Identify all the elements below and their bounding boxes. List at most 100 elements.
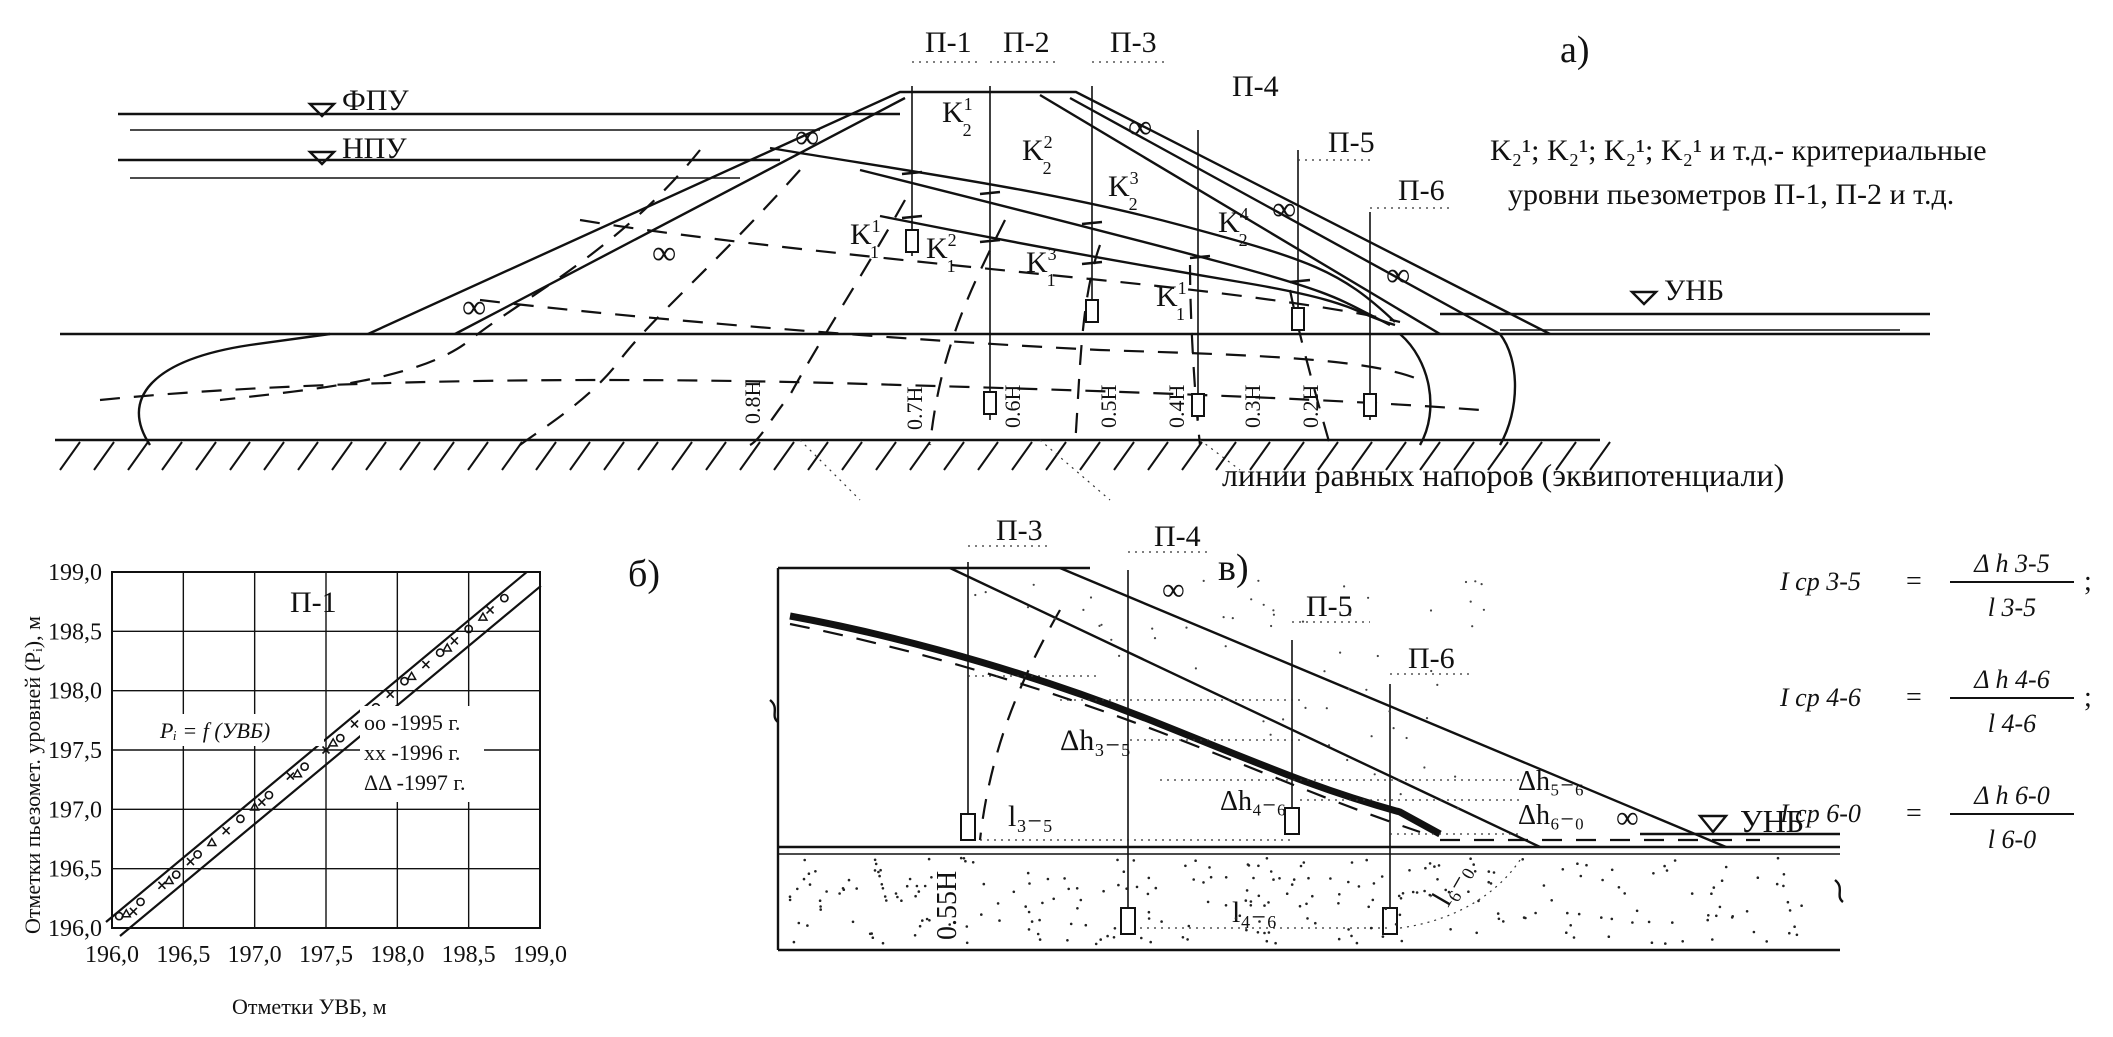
stipple-dot	[1250, 598, 1253, 601]
label-dh-4-6: Δh₄₋₆	[1220, 786, 1286, 817]
stipple-dot	[1707, 914, 1710, 917]
equipotential-line	[928, 219, 1006, 446]
unb-triangle-icon	[1697, 814, 1729, 834]
stipple-dot	[914, 894, 917, 898]
panel-b-letter: б)	[628, 553, 660, 595]
point-1995	[171, 870, 181, 879]
stipple-dot	[1343, 585, 1346, 588]
stipple-dot	[1793, 925, 1796, 928]
stipple-dot	[930, 876, 933, 879]
stipple-dot	[1681, 940, 1684, 943]
stipple-dot	[1184, 864, 1187, 868]
stipple-dot	[1350, 934, 1353, 938]
stipple-dot	[1464, 580, 1468, 584]
stipple-dot	[1067, 887, 1070, 891]
stipple-dot	[1429, 609, 1433, 612]
stipple-dot	[1436, 683, 1439, 687]
point-1996	[257, 798, 266, 807]
stipple-dot	[1671, 921, 1674, 924]
stipple-dot	[1399, 897, 1403, 900]
filter-symbol: ∞	[652, 235, 676, 272]
stipple-dot	[877, 870, 880, 874]
fit-line-upper	[105, 571, 528, 923]
stipple-dot	[1650, 941, 1654, 944]
point-1995	[499, 593, 509, 603]
formula-numerator: Δ h 3-5	[1973, 549, 2049, 578]
stipple-dot	[1348, 613, 1351, 617]
hatch-stroke	[535, 441, 557, 471]
stipple-dot	[1278, 877, 1281, 880]
piezometer-label-p3: П-3	[1110, 26, 1157, 59]
stipple-dot	[868, 932, 872, 936]
stipple-dot	[925, 917, 929, 921]
stipple-dot	[1069, 922, 1073, 926]
x-tick-label: 198,0	[370, 942, 424, 968]
stipple-dot	[1272, 878, 1275, 881]
stipple-dot	[1147, 917, 1151, 920]
y-tick-label: 197,0	[48, 797, 102, 823]
hatch-stroke	[1181, 441, 1203, 471]
phreatic-line	[769, 146, 1396, 323]
panel-a: ФПУ НПУ УНБ	[55, 26, 1987, 501]
stipple-dot	[974, 593, 977, 597]
stipple-dot	[1521, 858, 1524, 861]
legend-line-1: K₂¹; K₂¹; K₂¹; K₂¹ и т.д.- критериальные	[1490, 134, 1987, 167]
hatch-stroke	[977, 441, 999, 471]
hatch-stroke	[909, 441, 931, 471]
hatch-stroke	[1385, 441, 1407, 471]
function-label-bg	[156, 714, 324, 746]
stipple-dot	[873, 858, 877, 862]
point-1997	[120, 908, 132, 918]
stipple-dot	[802, 877, 806, 881]
stipple-dot	[1265, 939, 1269, 943]
dimension-leaders	[968, 675, 1520, 835]
head-fraction-label: 0.7H	[902, 387, 927, 431]
filter-symbol: ∞	[795, 119, 819, 156]
hatch-stroke	[1351, 441, 1373, 471]
stipple-dot	[1373, 773, 1376, 776]
stipple-dot	[1663, 864, 1666, 868]
panel-c-piezometer-p3: П-3	[996, 514, 1043, 547]
stipple-dot	[1222, 616, 1225, 619]
stipple-dot	[819, 905, 822, 908]
stipple-dot	[921, 919, 924, 922]
hatch-stroke	[93, 441, 115, 471]
stipple-dot	[1231, 617, 1234, 620]
stipple-dot	[1202, 881, 1205, 884]
stipple-dot	[1186, 938, 1189, 941]
x-tick-label: 196,0	[85, 942, 139, 968]
stipple-dot	[1337, 937, 1341, 941]
y-tick-label: 198,5	[48, 619, 102, 645]
stipple-dot	[838, 892, 841, 895]
stipple-dot	[1384, 907, 1388, 911]
hatch-stroke	[1521, 441, 1543, 471]
piezometer-p4	[1191, 130, 1205, 420]
stipple-dot	[1610, 917, 1614, 921]
hatch-stroke	[1283, 441, 1305, 471]
x-tick-label: 199,0	[513, 942, 567, 968]
stipple-dot	[1290, 883, 1294, 886]
stipple-dot	[1269, 733, 1272, 736]
equipotential-line	[219, 149, 701, 402]
formula-equals: =	[1906, 566, 1922, 597]
stipple-dot	[1046, 877, 1050, 881]
fit-line-lower	[119, 585, 542, 937]
stipple-dot	[1786, 900, 1790, 904]
stipple-dot	[1206, 900, 1210, 904]
hatch-stroke	[1011, 441, 1033, 471]
point-1996	[129, 907, 138, 916]
formula-lhs: I ср 3-5	[1779, 567, 1861, 596]
stipple-dot	[1082, 608, 1085, 612]
stipple-dot	[1437, 864, 1441, 867]
stipple-dot	[1132, 859, 1136, 862]
stipple-dot	[1234, 917, 1238, 920]
stipple-dot	[1795, 933, 1799, 937]
stipple-dot	[1325, 707, 1328, 710]
stipple-dot	[1194, 667, 1197, 670]
point-1997	[163, 875, 175, 885]
piezometer-label-p5: П-5	[1328, 126, 1375, 159]
phreatic-line-dashed	[789, 622, 1421, 834]
